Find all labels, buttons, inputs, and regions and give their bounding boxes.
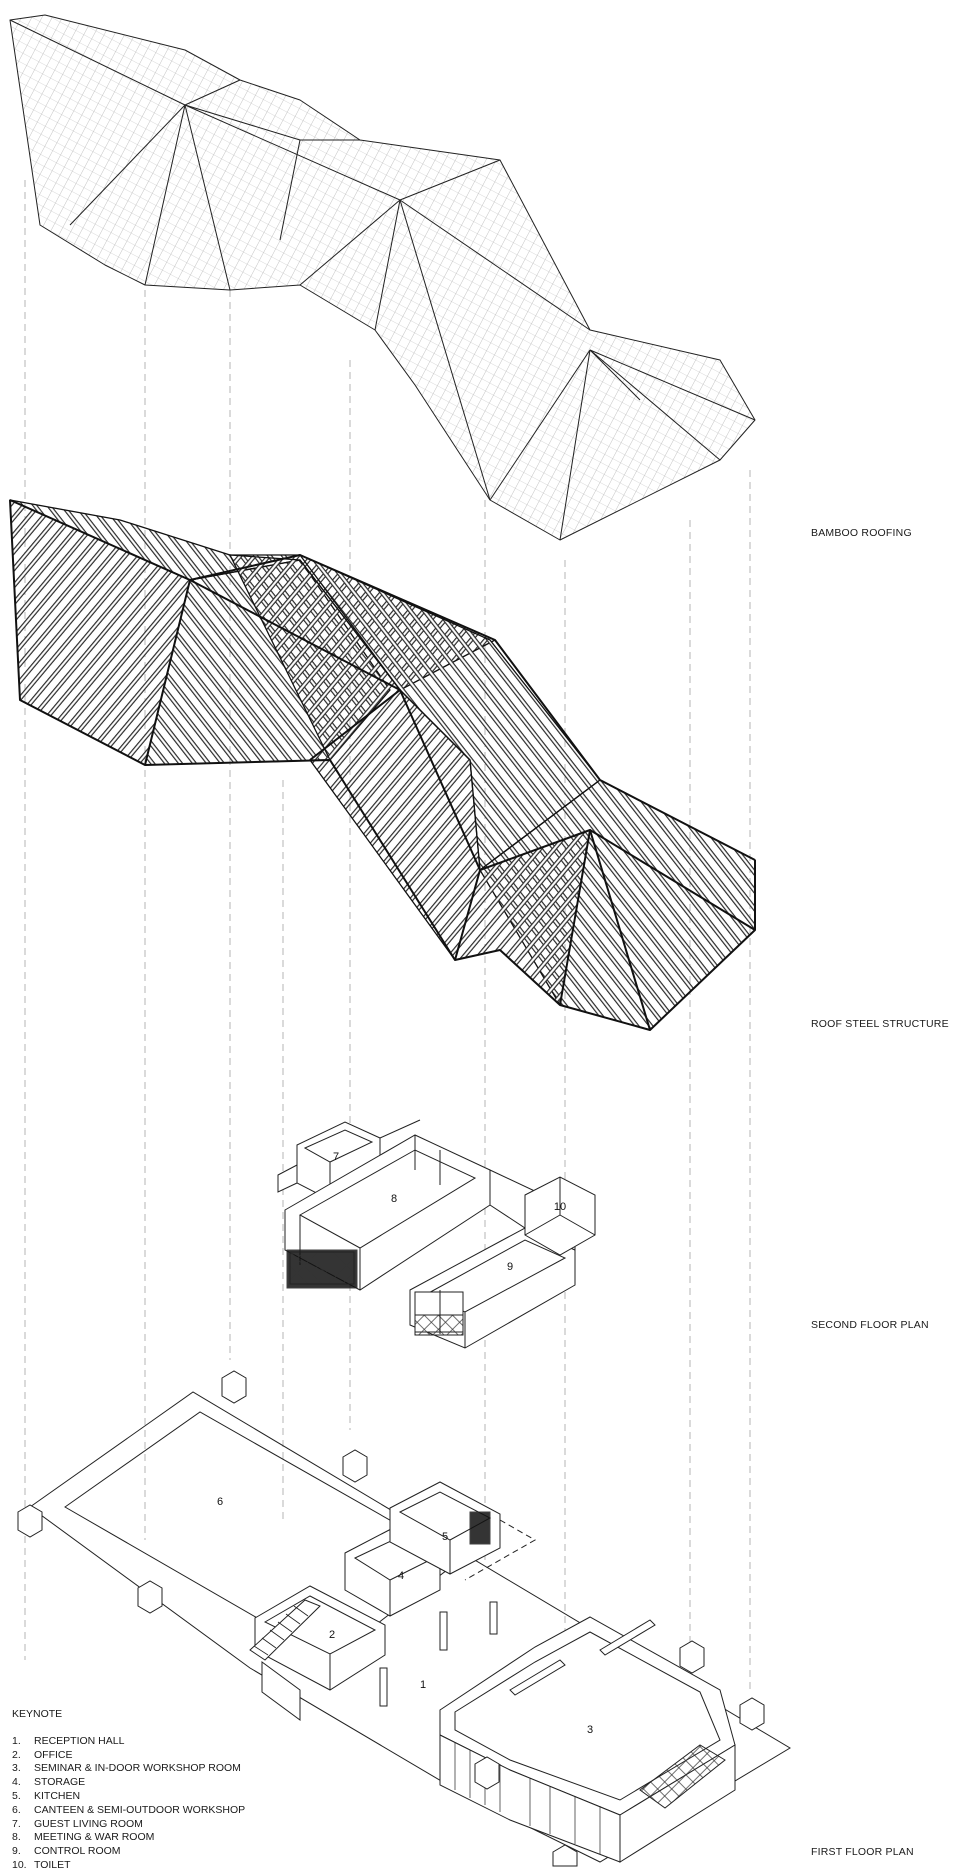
keynote-item: 2.OFFICE xyxy=(12,1748,73,1761)
keynote-item: 1.RECEPTION HALL xyxy=(12,1734,125,1747)
second-floor-plan-layer xyxy=(277,1119,596,1349)
label-first-floor-plan: FIRST FLOOR PLAN xyxy=(811,1846,914,1858)
column-pedestals xyxy=(17,1370,765,1867)
room-number-5: 5 xyxy=(442,1531,448,1543)
keynote-item: 10.TOILET xyxy=(12,1858,71,1871)
room-number-2: 2 xyxy=(329,1629,335,1641)
room-number-4: 4 xyxy=(398,1570,404,1582)
keynote-item: 8.MEETING & WAR ROOM xyxy=(12,1831,155,1844)
room-number-8: 8 xyxy=(391,1193,397,1205)
keynote-item: 5.KITCHEN xyxy=(12,1789,81,1802)
room-number-3: 3 xyxy=(587,1724,593,1736)
keynote-legend: KEYNOTE 1.RECEPTION HALL 2.OFFICE 3.SEMI… xyxy=(12,1708,245,1873)
room-number-10: 10 xyxy=(554,1201,566,1213)
room-number-9: 9 xyxy=(507,1261,513,1273)
room-number-7: 7 xyxy=(333,1151,339,1163)
bamboo-roofing-layer xyxy=(9,14,756,541)
first-floor-plan-layer xyxy=(17,1370,791,1867)
label-roof-steel-structure: ROOF STEEL STRUCTURE xyxy=(811,1018,949,1030)
keynote-title: KEYNOTE xyxy=(12,1708,63,1720)
keynote-item: 7.GUEST LIVING ROOM xyxy=(12,1817,143,1830)
room-number-6: 6 xyxy=(217,1496,223,1508)
label-second-floor-plan: SECOND FLOOR PLAN xyxy=(811,1319,929,1331)
keynote-item: 3.SEMINAR & IN-DOOR WORKSHOP ROOM xyxy=(12,1762,241,1775)
room-number-1: 1 xyxy=(420,1679,426,1691)
label-bamboo-roofing: BAMBOO ROOFING xyxy=(811,527,912,539)
room-numbers: 1 2 3 4 5 6 7 8 9 10 xyxy=(217,1151,593,1736)
keynote-item: 6.CANTEEN & SEMI-OUTDOOR WORKSHOP xyxy=(12,1803,246,1816)
keynote-item: 9.CONTROL ROOM xyxy=(12,1845,121,1858)
roof-steel-structure-layer xyxy=(9,499,756,1031)
keynote-item: 4.STORAGE xyxy=(12,1776,86,1789)
